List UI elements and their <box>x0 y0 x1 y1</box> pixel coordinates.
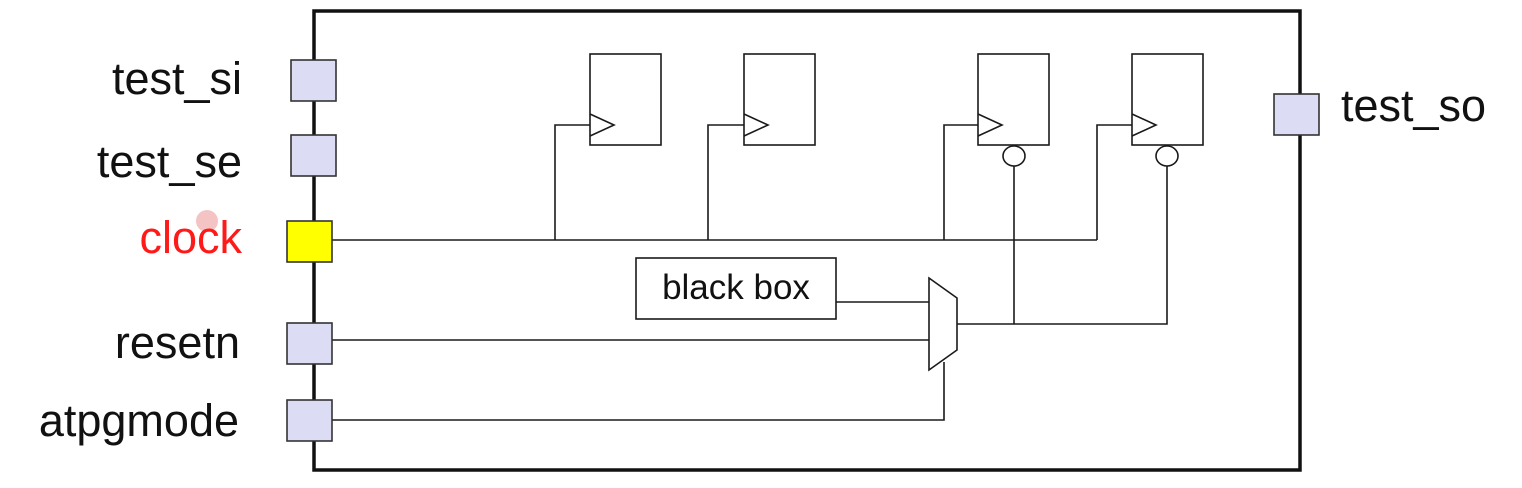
port-label-resetn: resetn <box>115 317 240 368</box>
flip-flop <box>977 53 1050 167</box>
black-box-label: black box <box>662 268 810 307</box>
mux-icon <box>928 276 958 372</box>
black-box <box>635 257 837 320</box>
port-label-atpgmode: atpgmode <box>39 395 239 446</box>
clock-branch-ff-3 <box>943 124 978 240</box>
pad-test-so <box>1273 93 1320 136</box>
flip-flop <box>589 53 662 146</box>
pad-atpgmode <box>286 399 333 442</box>
pad-clock <box>286 220 333 263</box>
cursor-highlight <box>196 210 218 232</box>
flip-flop-4 <box>1131 53 1204 146</box>
clock-branch-ff-2 <box>707 124 744 240</box>
flip-flop <box>743 53 816 146</box>
clock-branch-ff-4 <box>1096 124 1132 240</box>
reset-bubble-icon <box>1002 145 1026 167</box>
reset-bubble-icon <box>1155 145 1179 167</box>
port-label-clock: clock <box>139 212 242 263</box>
port-label-test-si: test_si <box>112 53 242 104</box>
port-label-test-se: test_se <box>97 136 242 187</box>
clock-triangle-icon <box>743 113 770 137</box>
pad-test-se <box>290 134 337 177</box>
wires <box>332 124 1168 421</box>
port-label-test-so: test_so <box>1341 80 1486 131</box>
clock-triangle-icon <box>977 113 1004 137</box>
flip-flop <box>1131 53 1204 167</box>
clock-branch-ff-1 <box>554 124 590 240</box>
pad-test-si <box>290 59 337 102</box>
clock-triangle-icon <box>1131 113 1158 137</box>
clock-triangle-icon <box>589 113 616 137</box>
atpgmode-wire <box>332 362 945 421</box>
pad-resetn <box>286 322 333 365</box>
mux-output-wire <box>957 166 1168 325</box>
